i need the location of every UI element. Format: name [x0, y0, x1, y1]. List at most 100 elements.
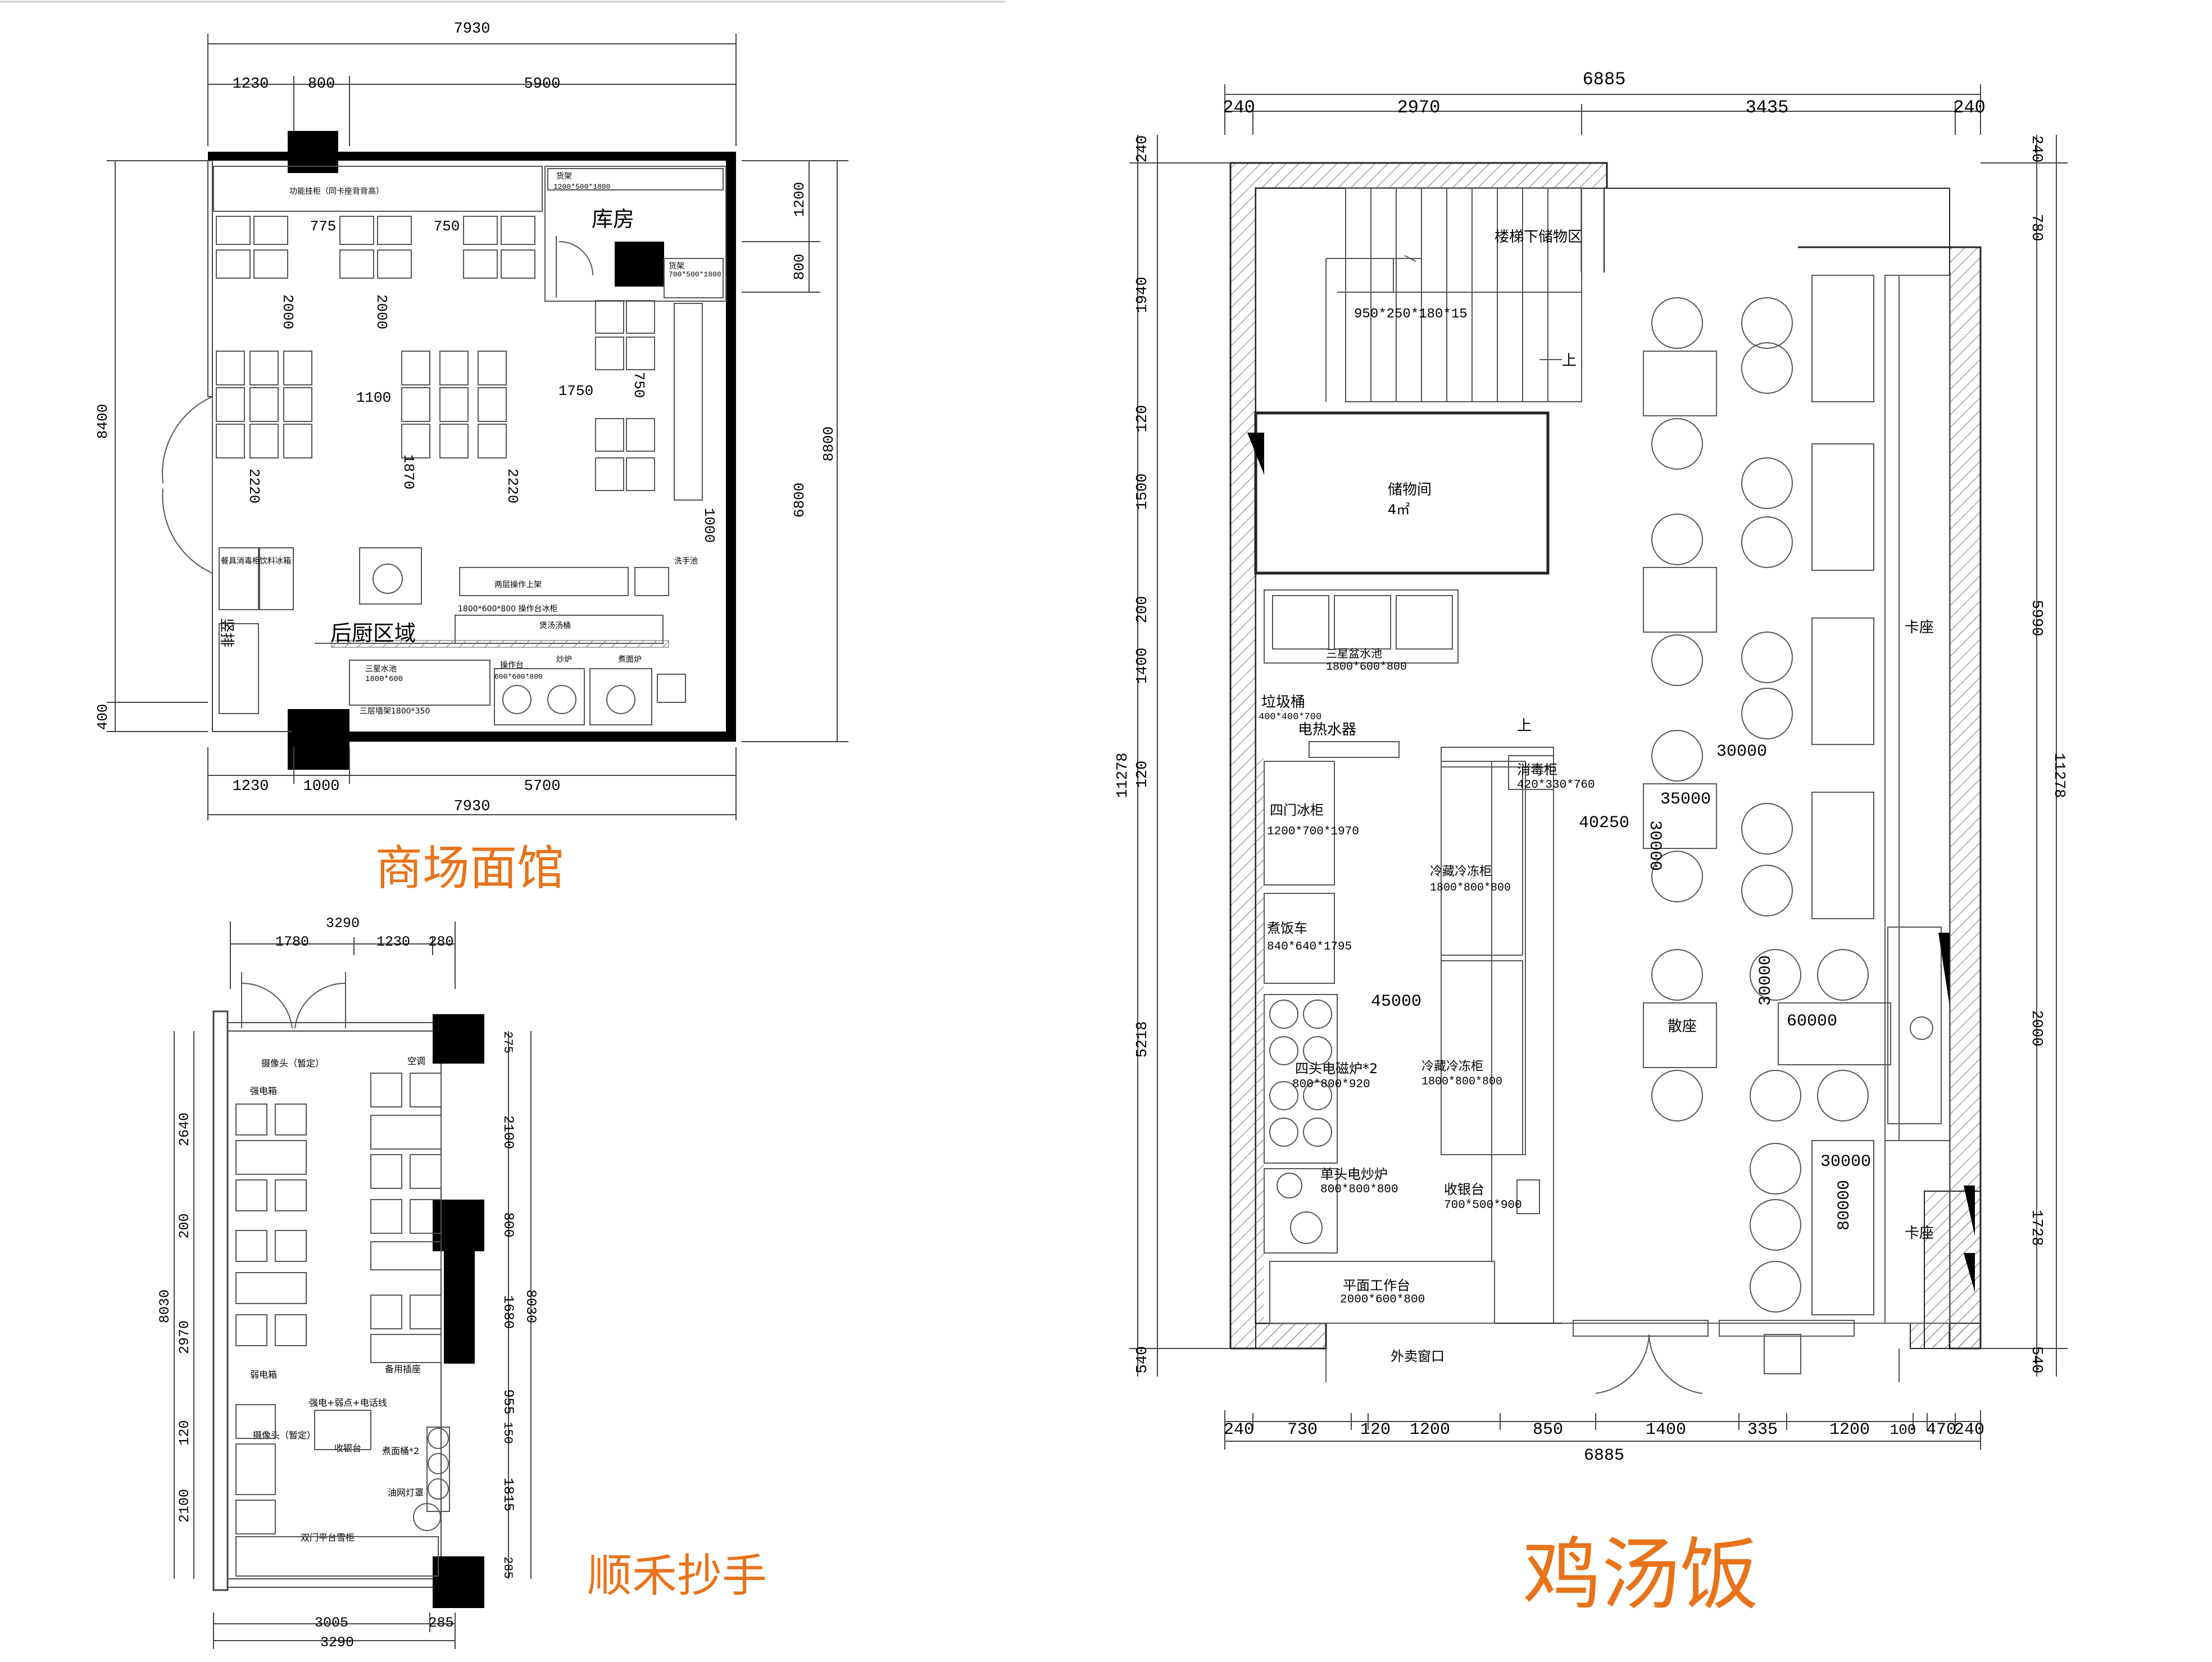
shunhe-dim-right-5: 955: [500, 1389, 516, 1414]
chicken-stair-storage: 楼梯下储物区: [1495, 229, 1582, 246]
shunhe-cashier: 收银台: [334, 1443, 361, 1454]
chicken-takeout-window: 外卖窗口: [1391, 1348, 1445, 1364]
shunhe-dim-top-1: 1780: [275, 934, 309, 950]
mall-triple-sink-size: 1800*600: [365, 675, 403, 684]
shunhe-dim-right-total: 8030: [523, 1289, 539, 1323]
chicken-wok-size: 800*800*800: [1320, 1183, 1398, 1196]
mall-top-dimensions: [207, 34, 737, 146]
chicken-dim-left-2: 1940: [1134, 277, 1151, 314]
chicken-dim-bottom-8: 1200: [1829, 1420, 1870, 1440]
mall-two-layer-shelf: 两层操作上架: [494, 580, 542, 589]
plan-title-mall: 商场面馆: [375, 841, 565, 896]
mall-right-dimensions: [742, 160, 848, 742]
chicken-up-a: 上: [1562, 352, 1577, 369]
chicken-bottom-dimensions: [1224, 1410, 1981, 1450]
chicken-storage-room: [1254, 411, 1550, 575]
chicken-dim-30000-c: 30000: [1756, 955, 1775, 1006]
mall-dim-right-3: 6800: [791, 483, 808, 517]
mall-inner-dim-9: 2220: [246, 469, 262, 503]
chicken-dim-bottom-5: 850: [1533, 1420, 1563, 1440]
mall-dim-left-1: 8400: [94, 404, 111, 439]
chicken-dim-30000-a: 30000: [1716, 742, 1767, 761]
chicken-dim-bottom-6: 1400: [1646, 1420, 1686, 1440]
shunhe-power-box: 强电箱: [250, 1086, 277, 1096]
shunhe-dim-bottom-1: 3005: [315, 1615, 348, 1631]
chicken-booth-a: 卡座: [1905, 619, 1934, 636]
chicken-storage-label: 储物间: [1388, 482, 1432, 498]
mall-dim-right-1: 1200: [791, 182, 808, 217]
mall-shelf-a-size: 1200*500*1800: [553, 183, 610, 191]
chicken-dim-top-1: 240: [1223, 97, 1255, 118]
chicken-dim-bottom-total: 6885: [1584, 1446, 1624, 1465]
shunhe-weak-box: 弱电箱: [250, 1369, 277, 1380]
mall-kitchen-label: 后厨区域: [330, 621, 416, 646]
chicken-fridge-a: 冷藏冷冻柜: [1430, 865, 1492, 879]
mall-triple-sink: 三星水池: [365, 665, 397, 674]
chicken-four-door-fridge: 四门冰柜: [1270, 802, 1324, 818]
mall-inner-dim-7: 750: [630, 372, 647, 398]
chicken-water-heater-box: [1309, 741, 1400, 758]
chicken-flat-bench-size: 2000*600*800: [1340, 1293, 1425, 1306]
chicken-door-marker-c: [1964, 1186, 1975, 1236]
chicken-dim-left-1: 240: [1134, 135, 1151, 163]
chicken-dim-60000: 60000: [1787, 1012, 1837, 1031]
plan-shunhe: 3290 1780 1230 280: [157, 915, 539, 1651]
chicken-up-b: 上: [1517, 718, 1532, 734]
shunhe-camera-top: 摄像头（暂定）: [261, 1058, 324, 1069]
chicken-dim-80000: 80000: [1835, 1180, 1854, 1230]
mall-dim-bottom-2: 1000: [303, 778, 340, 795]
mall-dim-bottom-1: 1230: [233, 778, 269, 795]
chicken-dim-left-5: 200: [1134, 596, 1151, 624]
shunhe-dim-top-3: 280: [428, 934, 453, 950]
mall-kitchen-equipment: [219, 547, 686, 725]
chicken-sterilizer: 消毒柜: [1517, 762, 1557, 778]
shunhe-noodle-pot: 煮面桶*2: [382, 1446, 419, 1456]
plan-title-chicken: 鸡汤饭: [1523, 1529, 1759, 1621]
chicken-rice-cart-size: 840*640*1795: [1267, 941, 1352, 953]
shunhe-seating: [235, 1073, 442, 1363]
chicken-dim-right-4: 2000: [2028, 1010, 2045, 1047]
mall-sterilizer: 餐具消毒柜: [221, 557, 260, 566]
mall-workbench-size: 600*600*800: [494, 673, 543, 681]
chicken-booth-b: 卡座: [1905, 1225, 1934, 1242]
mall-triple-shelf: 三层墙架1800*350: [360, 707, 430, 716]
chicken-dim-bottom-3: 120: [1360, 1420, 1391, 1440]
mall-beverage-fridge: 饮料冰箱: [260, 557, 291, 566]
chicken-dim-top-3: 3435: [1746, 97, 1789, 118]
chicken-four-door-fridge-size: 1200*700*1970: [1267, 825, 1359, 838]
mall-dim-right-2: 800: [791, 254, 808, 280]
chicken-dim-45000: 45000: [1371, 992, 1421, 1011]
chicken-left-dimensions: [1129, 135, 1230, 1377]
chicken-dim-right-6: 540: [2028, 1346, 2045, 1374]
shunhe-dim-right-2: 2100: [500, 1115, 516, 1149]
chicken-door-marker-b: [1938, 933, 1950, 1006]
chicken-kitchen-middle: [1441, 747, 1554, 1323]
mall-top-booth: [213, 166, 543, 212]
shunhe-dim-right-6: 150: [501, 1422, 515, 1444]
chicken-dim-right-2: 780: [2028, 214, 2045, 242]
chicken-storage-area: 4㎡: [1388, 502, 1410, 517]
shunhe-right-dimensions: [508, 1031, 532, 1579]
mall-dim-top-3: 5900: [524, 76, 561, 93]
chicken-entrance-doors: [1325, 1320, 1900, 1394]
chicken-dim-bottom-10: 470: [1926, 1420, 1956, 1440]
mall-fridge-bench: 1800*600*800 操作台冰柜: [458, 605, 558, 614]
chicken-triple-sink-label: 三星盆水池: [1326, 647, 1382, 660]
mall-inner-dim-11: 1000: [701, 508, 717, 543]
chicken-dim-40250: 40250: [1579, 814, 1629, 833]
mall-dim-left-2: 400: [94, 704, 111, 730]
mall-inner-dim-10: 2220: [504, 469, 521, 503]
chicken-door-marker-a: [1247, 433, 1264, 475]
chicken-induction: 四头电磁炉*2: [1295, 1061, 1378, 1077]
chicken-kitchen-wall-hatch: [1256, 759, 1264, 1323]
chicken-dim-left-9: 540: [1134, 1346, 1151, 1374]
chicken-dim-left-8: 5218: [1134, 1021, 1151, 1058]
mall-dim-top-total: 7930: [454, 21, 490, 38]
mall-inner-dim-6: 1750: [558, 383, 593, 399]
mall-inner-dim-2: 750: [434, 218, 460, 235]
plan-title-shunhe: 顺禾抄手: [587, 1550, 767, 1602]
shunhe-kitchen-equipment: [235, 1404, 450, 1577]
mall-storage-label: 库房: [592, 207, 634, 231]
chicken-cashier-size: 700*500*900: [1444, 1199, 1522, 1212]
